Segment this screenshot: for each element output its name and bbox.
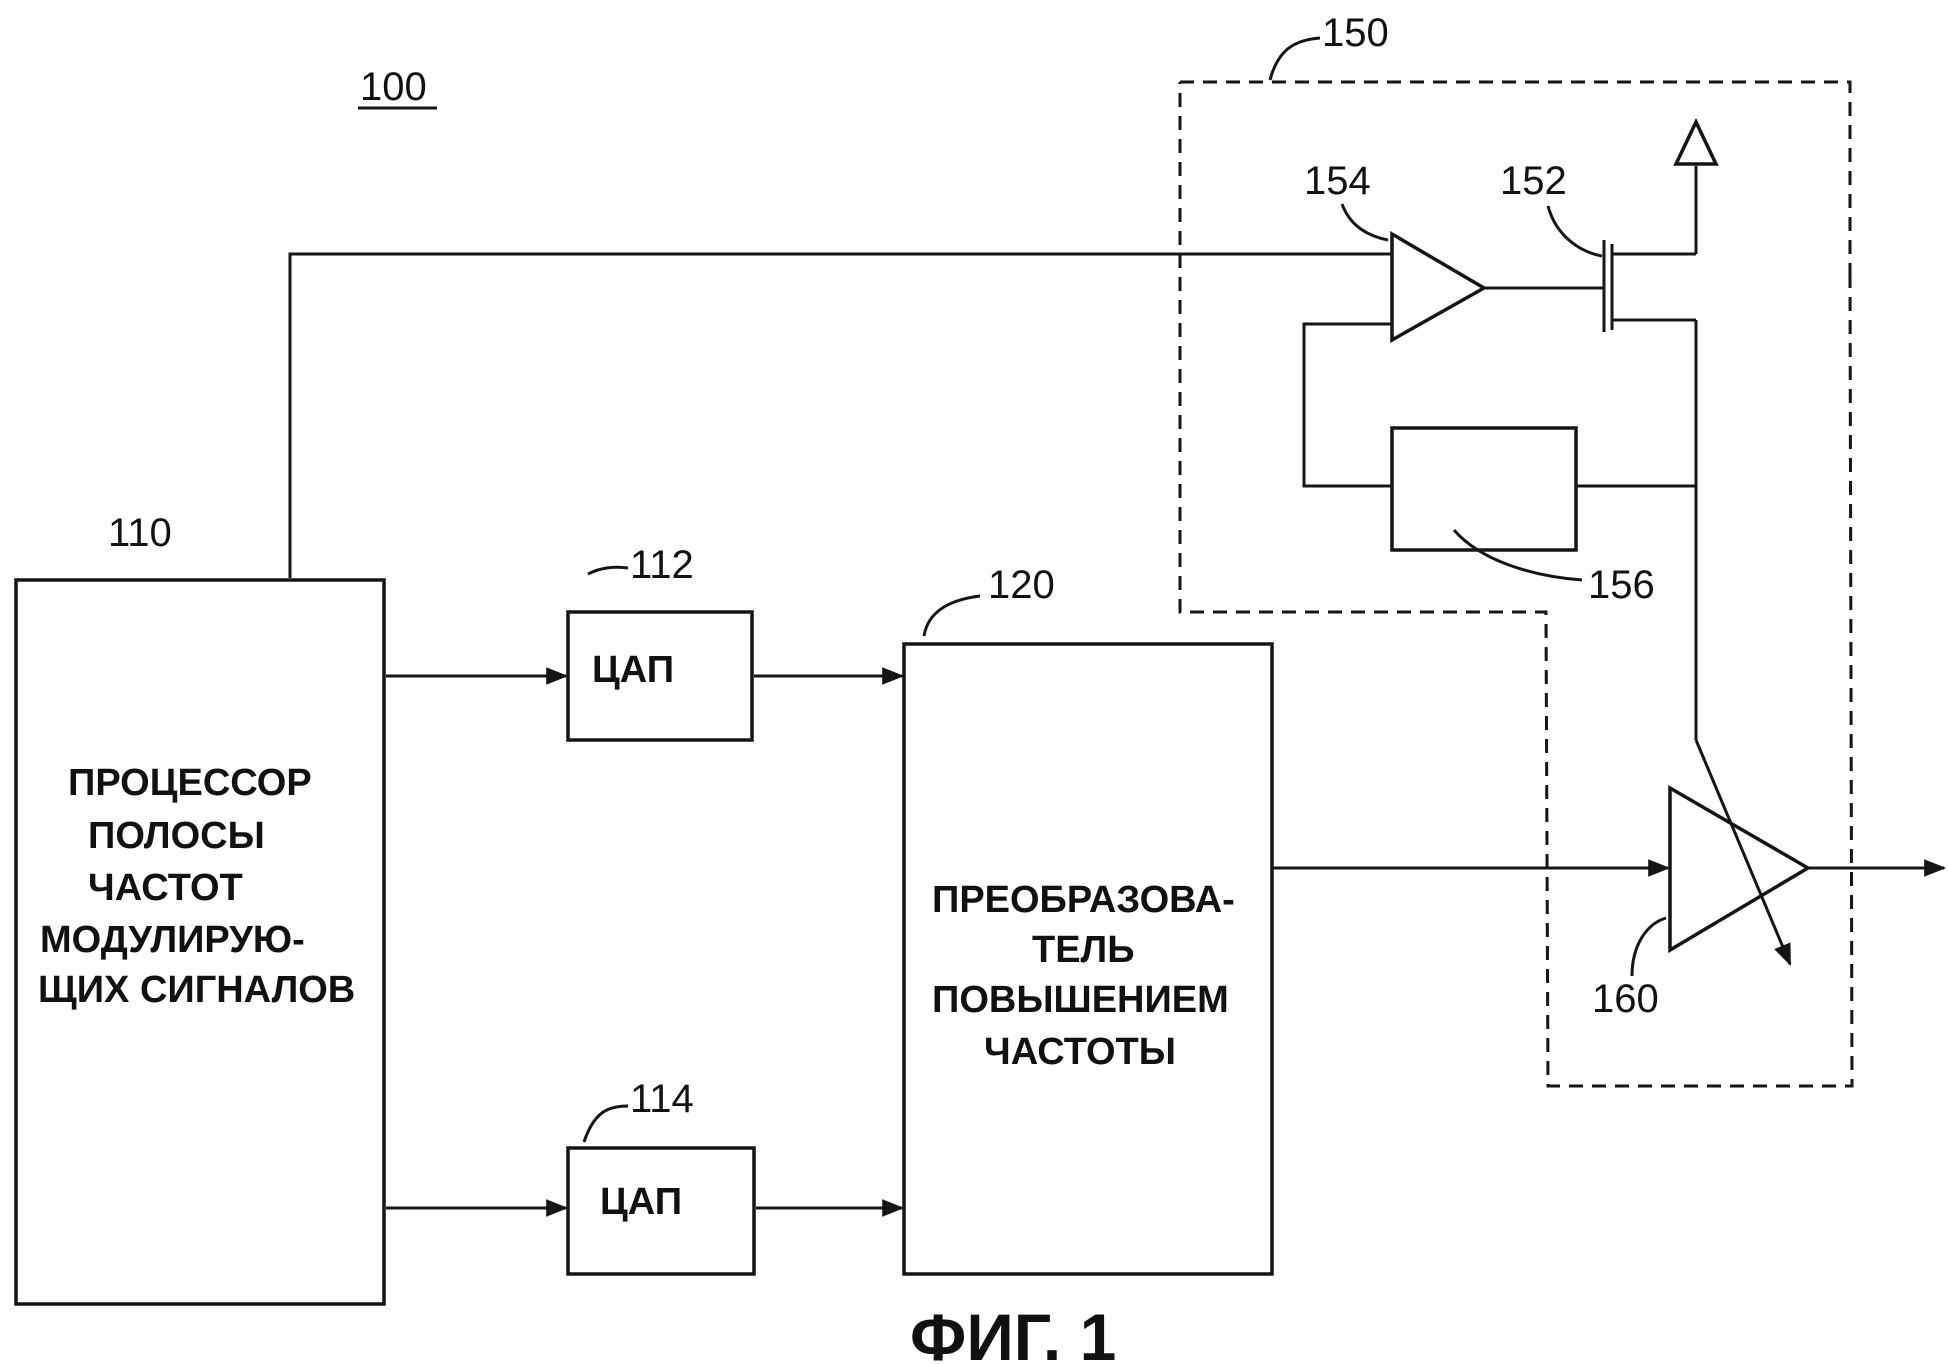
ref-156-label: 156 — [1588, 563, 1655, 607]
variable-supply-arrow — [1694, 739, 1792, 967]
ref-120-leader — [922, 594, 981, 637]
ref-154-label: 154 — [1304, 159, 1371, 203]
dac-bottom-label: ЦАП — [600, 1181, 682, 1223]
ref-160-label: 160 — [1592, 977, 1659, 1021]
ref-112-leader — [587, 565, 629, 576]
processor-line-2: ПОЛОСЫ — [88, 815, 265, 857]
feedback-block-156 — [1390, 426, 1578, 552]
ref-100-label: 100 — [360, 65, 427, 109]
ref-152-label: 152 — [1500, 159, 1567, 203]
ref-112-label: 112 — [630, 543, 694, 587]
ref-114-label: 114 — [630, 1077, 694, 1121]
ref-110-label: 110 — [108, 511, 172, 555]
regulator-boundary-150 — [1178, 80, 1854, 1088]
ref-154-leader — [1340, 203, 1389, 242]
ref-120-label: 120 — [988, 563, 1055, 607]
ref-160-leader — [1630, 916, 1667, 977]
processor-line-4: МОДУЛИРУЮ- — [40, 919, 305, 961]
processor-line-5: ЩИХ СИГНАЛОВ — [38, 969, 355, 1011]
ref-152-leader — [1546, 205, 1603, 258]
dac-bottom-block — [566, 1146, 756, 1276]
control-line — [288, 252, 1392, 578]
upconverter-line-2: ТЕЛЬ — [1032, 929, 1135, 971]
ref-156-leader — [1452, 529, 1583, 582]
op-amp-154 — [1390, 230, 1488, 343]
figure-caption: ФИГ. 1 — [910, 1300, 1116, 1364]
baseband-processor-block — [14, 578, 386, 1306]
upconverter-text: ПРЕОБРАЗОВА- ТЕЛЬ ПОВЫШЕНИЕМ ЧАСТОТЫ — [932, 879, 1235, 1073]
upconverter-block — [902, 642, 1274, 1276]
processor-line-3: ЧАСТОТ — [88, 867, 243, 909]
dac-top-block — [566, 610, 754, 742]
supply-triangle-icon — [1673, 117, 1719, 166]
ref-114-leader — [582, 1104, 629, 1143]
processor-line-1: ПРОЦЕССОР — [68, 762, 312, 804]
upconverter-line-4: ЧАСТОТЫ — [984, 1031, 1176, 1073]
upconverter-line-1: ПРЕОБРАЗОВА- — [932, 879, 1235, 921]
feedback-left-wire — [1302, 322, 1392, 488]
baseband-processor-text: ПРОЦЕССОР ПОЛОСЫ ЧАСТОТ МОДУЛИРУЮ- ЩИХ С… — [38, 762, 355, 1011]
ref-150-label: 150 — [1322, 11, 1389, 55]
dac-top-label: ЦАП — [592, 649, 674, 691]
upconverter-line-3: ПОВЫШЕНИЕМ — [932, 979, 1229, 1021]
ref-150-leader — [1268, 36, 1321, 81]
power-amplifier-160 — [1668, 784, 1812, 954]
